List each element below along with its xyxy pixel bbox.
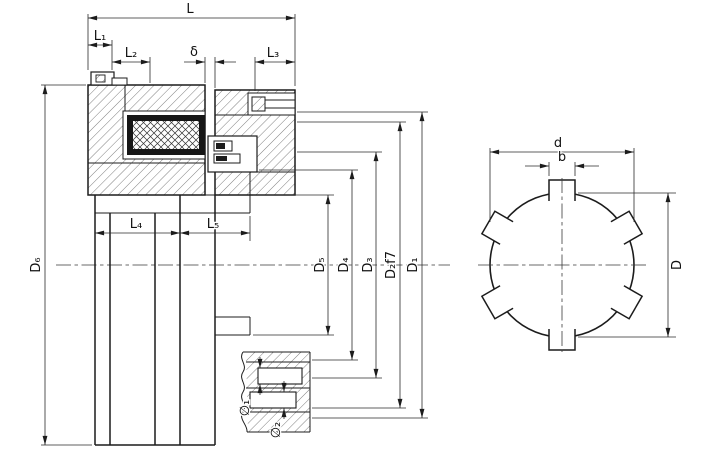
dim-label-L2: L₂: [125, 46, 137, 61]
dim-label-L: L: [186, 2, 194, 17]
set-screw-2-core: [216, 156, 227, 161]
dim-D5: D₅: [253, 194, 334, 336]
dim-D: D: [578, 192, 686, 338]
hub-shaft-lines: [88, 194, 295, 446]
end-view: d b D: [478, 135, 686, 352]
dim-phi2: ∅₂: [268, 381, 287, 440]
dim-delta: δ: [184, 44, 236, 88]
dim-label-delta: δ: [190, 45, 198, 60]
dim-label-phi2: ∅₂: [269, 422, 284, 439]
dim-D1: D₁: [297, 111, 428, 419]
rotor-body: [207, 89, 296, 213]
hole-phi2: [249, 391, 297, 409]
broken-out-detail: [241, 351, 311, 433]
dim-label-phi1: ∅₁: [238, 400, 253, 417]
dim-D4: D₄: [259, 169, 358, 361]
tooth: [610, 285, 644, 320]
tooth: [610, 210, 644, 245]
stator-housing: [87, 71, 206, 196]
dim-L4: L₄: [95, 216, 180, 236]
dim-L1: L₁: [88, 28, 113, 70]
bolt-head: [251, 96, 266, 112]
hole-phi1: [257, 367, 303, 385]
tooth: [480, 210, 514, 245]
dim-label-d: d: [554, 136, 562, 151]
set-screw-1-core: [216, 143, 225, 149]
dim-L: L: [87, 1, 296, 86]
dim-L5: L₅: [180, 216, 251, 241]
dim-phi1: ∅₁: [237, 357, 263, 418]
terminal-step: [111, 77, 128, 86]
break-line: [241, 351, 248, 433]
dim-label-D2f7: D₂f7: [384, 251, 399, 279]
dim-label-L3: L₃: [267, 46, 279, 61]
dim-label-b: b: [558, 150, 566, 165]
dim-label-D1: D₁: [406, 257, 421, 272]
dim-D3: D₃: [297, 151, 382, 379]
dim-label-D3: D₃: [361, 257, 376, 272]
dim-label-D4: D₄: [337, 257, 352, 272]
dim-d: d: [489, 135, 635, 222]
dim-D6: D₆: [28, 84, 92, 446]
dim-D2f7: D₂f7: [297, 121, 406, 409]
section-view: L L₁ L₂ δ L₃ L₄: [28, 1, 450, 446]
dim-label-L4: L₄: [130, 217, 142, 232]
terminal-insert: [95, 74, 106, 83]
tooth: [480, 285, 514, 320]
bolt-shaft: [264, 99, 296, 109]
spline-teeth: [480, 179, 644, 351]
dim-L3: L₃: [254, 45, 295, 91]
dim-label-D5: D₅: [313, 257, 328, 272]
dim-label-D: D: [670, 260, 685, 270]
coil-winding: [132, 120, 200, 150]
dim-label-L1: L₁: [94, 29, 106, 44]
dim-label-L5: L₅: [207, 217, 219, 232]
dim-L2: L₂: [112, 45, 151, 83]
dim-label-D6: D₆: [29, 257, 44, 272]
dim-b: b: [525, 149, 599, 176]
